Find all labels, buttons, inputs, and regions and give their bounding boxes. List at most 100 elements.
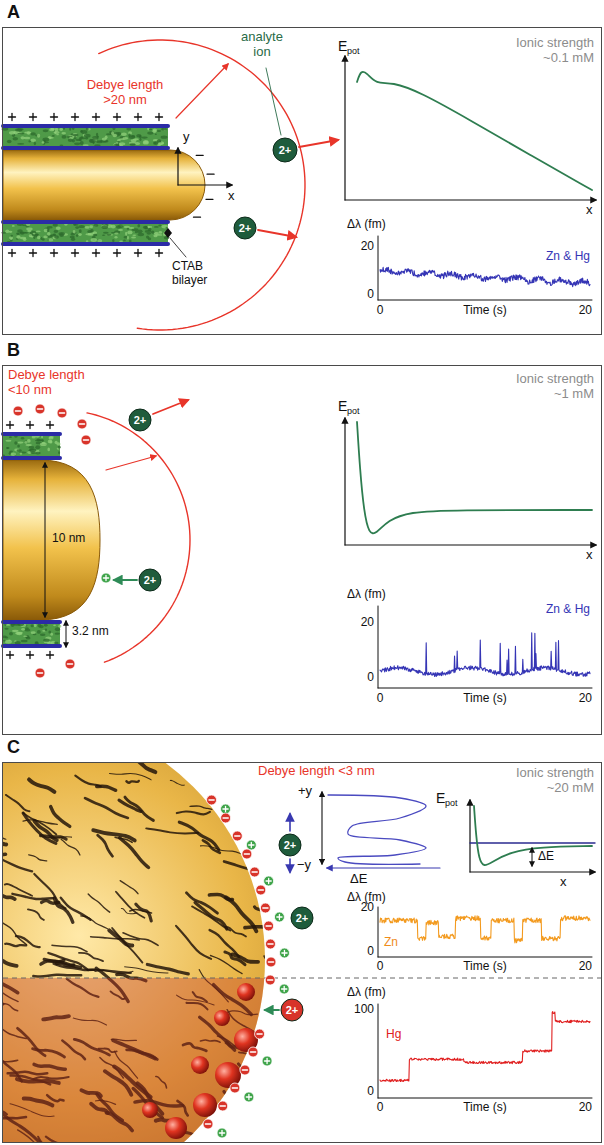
panel-letter: C xyxy=(7,737,20,758)
panel-frame: B2+2+ xyxy=(2,365,602,735)
negative-counter-ion xyxy=(65,659,75,669)
ctab-bilayer xyxy=(83,144,89,146)
surface-texture xyxy=(226,897,256,931)
ctab-bilayer xyxy=(12,137,18,141)
ctab-bilayer xyxy=(114,236,117,239)
plot-axis xyxy=(378,236,379,300)
tick-label: 20 xyxy=(361,616,374,630)
axis-label: −y xyxy=(297,858,311,873)
negative-counter-ion xyxy=(264,921,274,931)
positive-counter-ion xyxy=(279,948,289,958)
ctab-bilayer xyxy=(147,226,152,228)
ctab-bilayer xyxy=(15,128,22,131)
axis-label: Time (s) xyxy=(463,692,507,706)
ctab-bilayer xyxy=(11,453,17,456)
ctab-bilayer xyxy=(17,445,20,448)
ctab-bilayer xyxy=(30,132,36,135)
ctab-bilayer xyxy=(123,239,126,241)
positive-counter-ion xyxy=(274,912,284,922)
plus-charge xyxy=(49,652,50,659)
ctab-bilayer xyxy=(103,232,109,234)
ion-charge: 2+ xyxy=(279,144,292,156)
negative-counter-ion xyxy=(248,1047,258,1057)
ctab-bilayer xyxy=(27,439,31,443)
bilayer-head-groups xyxy=(3,644,60,648)
plus-charge xyxy=(279,914,280,919)
shift-trace xyxy=(380,633,590,677)
negative-counter-ion xyxy=(242,849,252,859)
ctab-bilayer xyxy=(3,620,60,648)
ctab-bilayer xyxy=(47,226,53,228)
ctab-bilayer xyxy=(17,441,23,443)
plus-charge xyxy=(9,422,10,429)
surface-texture xyxy=(5,944,26,946)
mercury-deposit xyxy=(191,1056,209,1074)
ctab-bilayer xyxy=(157,130,161,132)
tick-label: 0 xyxy=(367,671,374,685)
surface-texture xyxy=(170,780,184,785)
negative-counter-ion xyxy=(35,404,45,414)
x-axis-arrow xyxy=(178,184,232,185)
ctab-bilayer xyxy=(5,440,11,442)
surface-texture xyxy=(225,952,245,965)
trace-label: Hg xyxy=(386,1028,401,1042)
surface-texture xyxy=(136,904,151,921)
ctab-bilayer xyxy=(48,440,52,444)
negative-counter-ion xyxy=(266,957,276,967)
plus-charge xyxy=(105,575,106,580)
surface-texture xyxy=(186,893,217,913)
ctab-bilayer xyxy=(75,226,79,229)
minus-charge xyxy=(263,907,268,908)
ionic-strength-label: Ionic strength ~1 mM xyxy=(502,372,594,402)
minus-charge xyxy=(250,1051,255,1052)
ctab-bilayer xyxy=(4,628,8,630)
ctab-bilayer xyxy=(85,233,91,235)
ctab-bilayer xyxy=(43,137,50,141)
ion-attraction-arrow xyxy=(114,579,137,581)
ctab-bilayer xyxy=(3,640,5,642)
ctab-bilayer xyxy=(24,441,27,444)
ctab-bilayer xyxy=(127,236,129,240)
ctab-bilayer xyxy=(112,239,114,242)
positive-counter-ion xyxy=(101,573,111,583)
debye-length-arrow xyxy=(176,64,228,118)
ctab-bilayer xyxy=(119,138,125,140)
ctab-bilayer xyxy=(25,629,31,632)
surface-texture xyxy=(33,975,81,977)
plus-charge xyxy=(95,250,96,257)
debye-length-label: Debye length <10 nm xyxy=(8,368,98,398)
surface-texture xyxy=(264,956,288,986)
ctab-bilayer xyxy=(37,438,40,441)
ctab-bilayer xyxy=(9,237,13,240)
plot-axis xyxy=(378,1098,592,1099)
bilayer-head-groups xyxy=(3,620,60,624)
plot-axis xyxy=(378,606,379,688)
ion-charge: 2+ xyxy=(286,1004,299,1016)
surface-texture xyxy=(138,763,155,772)
negative-counter-ion xyxy=(250,867,260,877)
ctab-bilayer xyxy=(159,141,164,145)
surface-texture xyxy=(95,970,133,973)
positive-counter-ion xyxy=(221,804,231,814)
plot-axis xyxy=(345,199,596,200)
plus-charge xyxy=(268,878,269,883)
ctab-bilayer xyxy=(93,234,97,236)
surface-texture xyxy=(192,906,230,930)
negative-counter-ion xyxy=(230,1083,240,1093)
positive-counter-ion xyxy=(274,912,284,922)
plus-charge xyxy=(11,114,12,121)
surface-texture xyxy=(176,926,211,959)
negative-counter-ion xyxy=(256,885,266,895)
ctab-bilayer xyxy=(81,130,83,132)
ctab-bilayer xyxy=(48,137,54,139)
negative-counter-ion xyxy=(264,921,274,931)
negative-counter-ion xyxy=(221,813,231,823)
ctab-bilayer xyxy=(47,229,49,232)
ion-circle xyxy=(291,907,313,929)
dimension-arrow xyxy=(66,621,67,647)
ctab-bilayer xyxy=(130,143,136,145)
positive-counter-ion xyxy=(244,1092,254,1102)
ctab-bilayer xyxy=(161,136,168,139)
negative-counter-ion xyxy=(207,795,217,805)
ctab-bilayer xyxy=(9,450,13,452)
